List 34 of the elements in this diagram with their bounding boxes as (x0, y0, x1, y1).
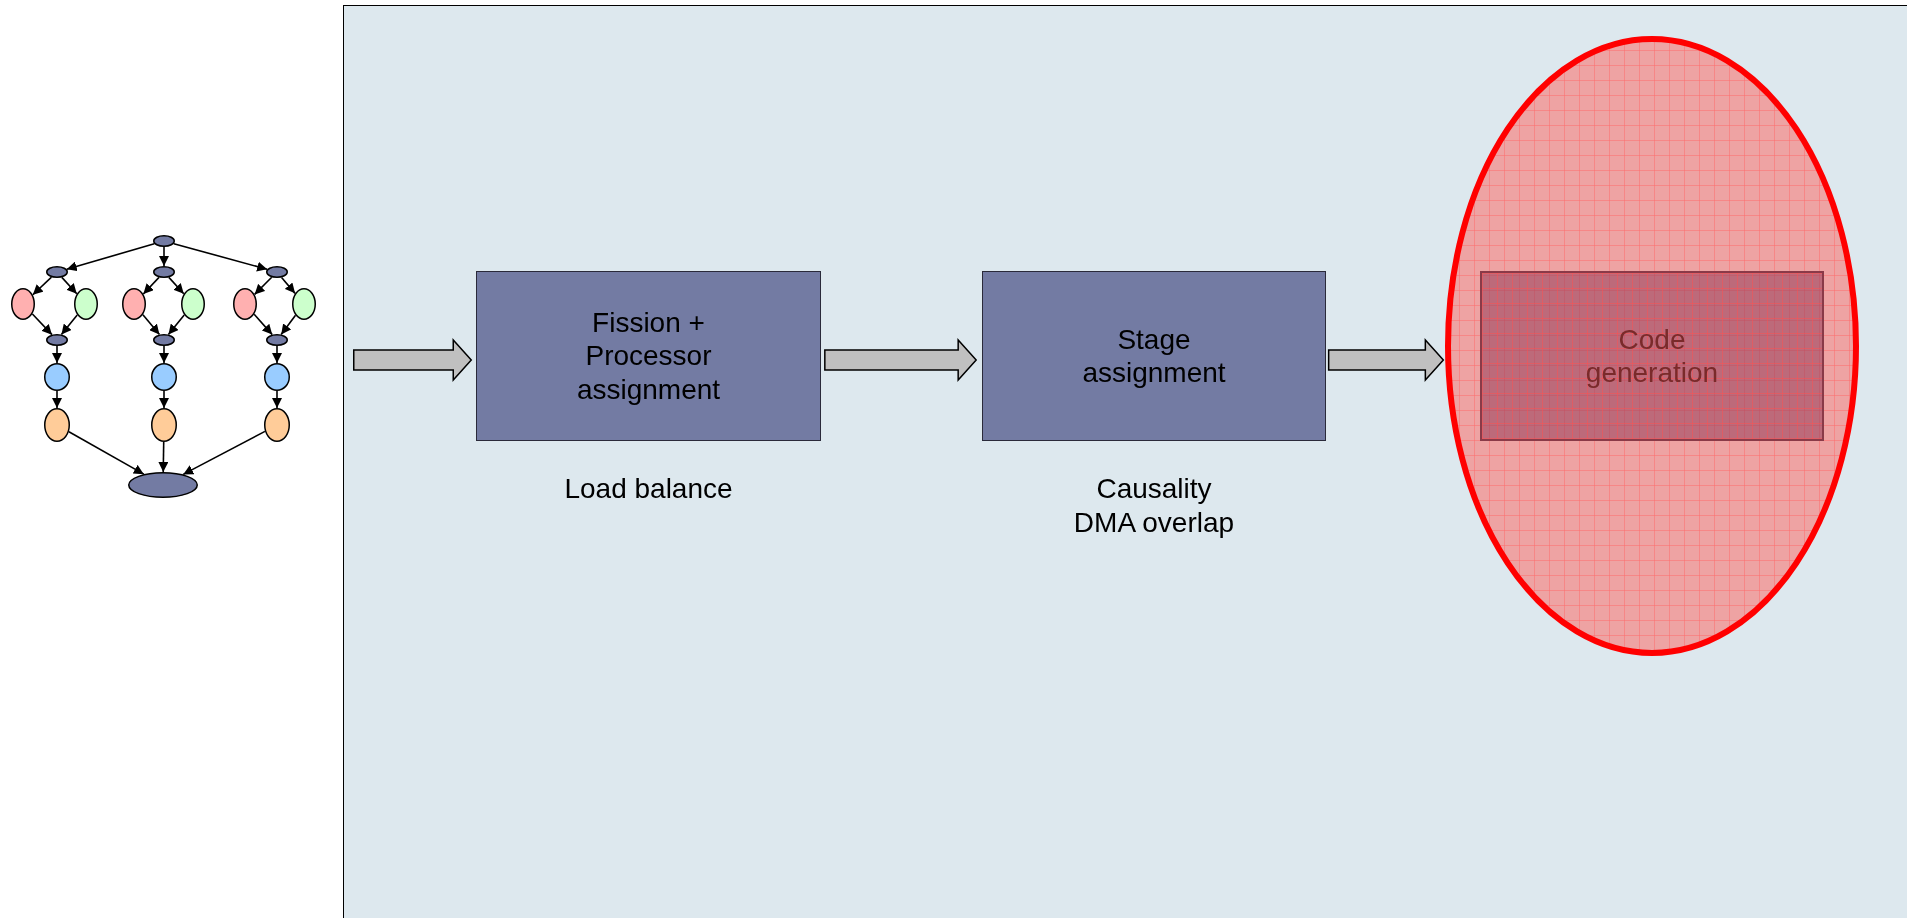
arrow (52, 390, 62, 409)
arrow (159, 390, 169, 409)
box-label: Fission + Processor assignment (575, 306, 722, 406)
arrow (253, 276, 273, 296)
arrow (61, 276, 78, 295)
arrow (142, 276, 160, 295)
caption-text: Causality DMA overlap (1072, 472, 1236, 540)
block-arrow (353, 338, 473, 382)
arrow (158, 441, 169, 473)
arrow (182, 430, 266, 476)
arrow (159, 246, 169, 267)
arrow (31, 313, 53, 336)
arrow (173, 242, 268, 272)
arrow (60, 314, 78, 336)
arrow (280, 276, 296, 295)
block-arrow (1327, 338, 1445, 382)
arrow (253, 313, 273, 336)
arrow (159, 345, 169, 364)
arrow (65, 243, 156, 272)
arrow (52, 345, 62, 364)
arrow (272, 390, 282, 409)
arrow (272, 345, 282, 364)
box-label: Code generation (1584, 322, 1720, 390)
arrow (168, 276, 185, 295)
arrow (142, 313, 161, 336)
caption-text: Load balance (563, 472, 734, 506)
box-label: Stage assignment (1081, 322, 1227, 390)
block-arrow (824, 338, 978, 382)
arrow (280, 314, 297, 336)
arrow (167, 314, 185, 336)
arrow (68, 430, 145, 475)
process-box (1480, 271, 1824, 441)
arrow (32, 276, 53, 296)
panel-background (343, 5, 1907, 918)
